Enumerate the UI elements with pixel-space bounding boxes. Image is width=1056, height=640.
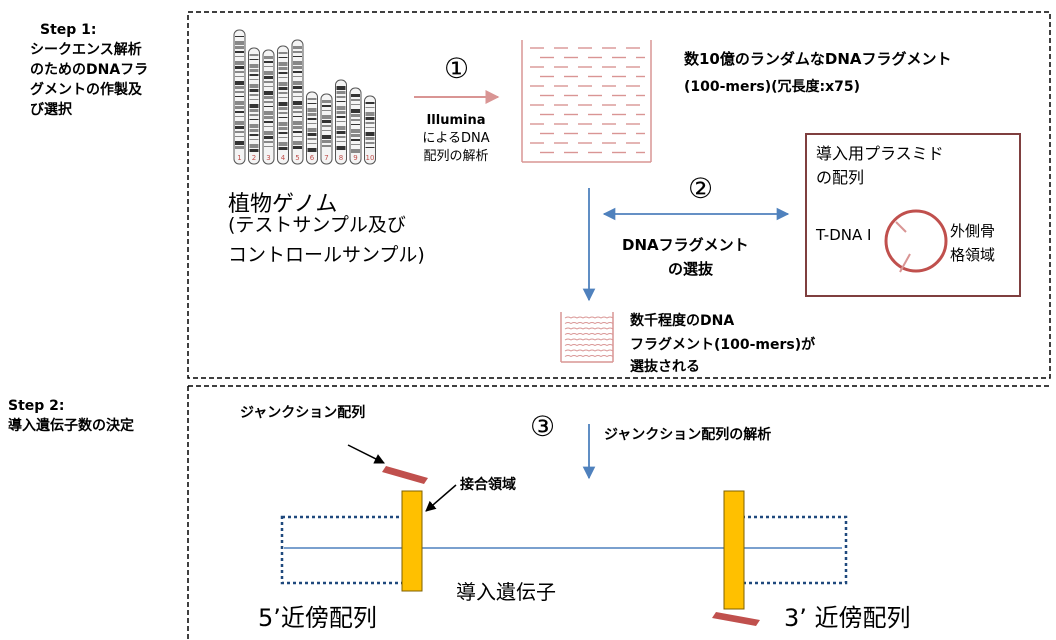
junction-read-5 [382,466,428,484]
chromosome-5: 5 [291,39,304,165]
plasmid-title-2: の配列 [816,168,865,187]
selected-fragment-pool [560,312,614,363]
chromosome-1: 1 [233,29,246,165]
step1-line-4: び選択 [30,102,72,118]
fragments-line-2: (100-mers)(冗長度:x75) [684,79,861,95]
chromosome-3: 3 [262,49,275,165]
plasmid-box [805,133,1021,297]
chromosome-10: 10 [364,95,376,165]
genome-title: 植物ゲノム [228,192,338,217]
step2-line-1: 導入遺伝子数の決定 [8,418,134,434]
chromosome-number: 9 [353,154,357,162]
selected-fragment [564,327,614,330]
genome-sub-1: (テストサンプル及び [228,214,406,236]
chromosome-number: 8 [339,154,343,162]
chromosome-9: 9 [349,87,362,165]
chromosome-6: 6 [306,91,318,165]
chromosome-number: 10 [366,154,375,162]
junction-analysis-label: ジャンクション配列の解析 [604,427,772,443]
chromosome-number: 3 [266,154,270,162]
flank5-label: 5’近傍配列 [258,604,377,632]
flank3-box [734,515,848,585]
transgene-label: 導入遺伝子 [456,580,556,604]
selection-line-2: の選抜 [668,260,714,278]
step1-frame [187,11,1051,379]
step1-title: Step 1: [40,22,97,38]
joint-pointer-arrow [425,484,457,512]
selected-fragment [564,316,614,319]
tdna-label: T-DNA I [816,226,872,244]
selected-fragment [564,349,614,352]
step-marker-3: ③ [530,410,556,443]
step1-line-3: グメントの作製及 [30,82,142,98]
genome-sub-2: コントロールサンプル) [228,244,425,266]
fragment-pool [521,40,652,163]
chromosomes: 1 2 3 4 5 6 7 8 9 10 [233,29,376,165]
selected-line-2: フラグメント(100-mers)が [630,337,816,353]
plasmid-mark-2 [899,253,911,273]
illumina-line-1: Illumina [426,113,486,128]
selected-fragment [564,322,614,325]
flank5-box [280,515,414,585]
insert-boundary-3 [723,490,745,610]
selection-line-1: DNAフラグメント [622,236,749,254]
step-marker-1: ① [444,52,470,85]
chromosome-number: 2 [252,154,256,162]
insert-boundary-5 [401,490,423,592]
chromosome-4: 4 [277,45,289,165]
joint-region-label: 接合領域 [460,477,516,493]
chromosome-number: 1 [237,154,241,162]
step1-line-1: シークエンス解析 [30,42,142,58]
plasmid-circle [884,209,948,273]
outer-backbone-2: 格領域 [950,246,996,264]
fragments-line-1: 数10億のランダムなDNAフラグメント [684,50,952,68]
junction-pointer-arrow [347,444,385,464]
flank3-label: 3’ 近傍配列 [784,604,911,632]
chromosome-number: 6 [310,154,315,162]
selected-fragment [564,344,614,347]
junction-read-3 [712,612,760,626]
step1-line-2: のためのDNAフラ [30,62,149,78]
outer-backbone-1: 外側骨 [950,222,996,240]
illumina-line-2: によるDNA [422,131,490,146]
junction-label: ジャンクション配列 [240,405,366,421]
selected-line-1: 数千程度のDNA [630,313,735,329]
chromosome-7: 7 [320,93,333,165]
selected-line-3: 選抜される [630,359,700,375]
step-marker-2: ② [688,172,714,205]
chromosome-8: 8 [335,79,347,165]
plasmid-title-1: 導入用プラスミド [816,144,944,163]
chromosome-number: 4 [281,154,286,162]
selected-fragment [564,355,614,358]
selected-fragment [564,333,614,336]
selected-fragment [564,338,614,341]
chromosome-2: 2 [248,47,260,165]
plasmid-mark-1 [895,221,907,233]
chromosome-number: 5 [295,154,299,162]
chromosome-number: 7 [324,154,328,162]
illumina-line-3: 配列の解析 [423,149,489,164]
step2-title: Step 2: [8,398,65,414]
